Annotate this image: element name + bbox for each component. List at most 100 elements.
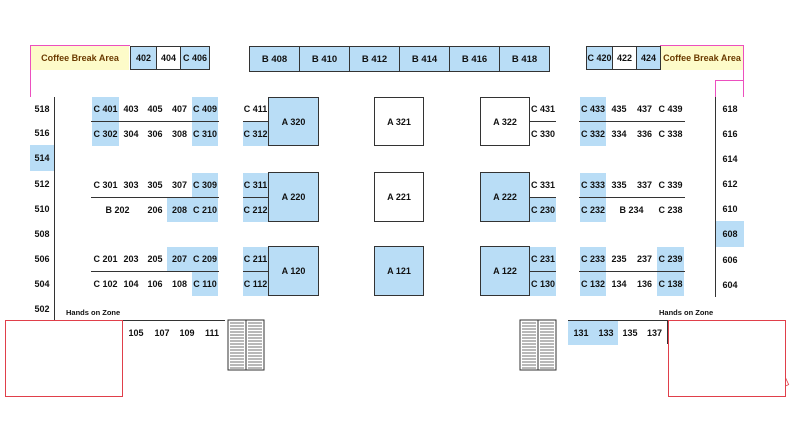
booth-a221[interactable]: A 221 [374, 172, 424, 222]
booth-b234[interactable]: B 234 [619, 205, 644, 215]
booth-105[interactable]: 105 [128, 328, 144, 338]
booth-512[interactable]: 512 [34, 179, 50, 189]
booth-208[interactable]: 208 [167, 198, 192, 222]
booth-136[interactable]: 136 [636, 279, 653, 289]
booth-c132[interactable]: C 132 [580, 272, 606, 296]
booth-c210[interactable]: C 210 [192, 198, 218, 222]
hands-on-zone-right[interactable] [668, 320, 786, 397]
booth-c312[interactable]: C 312 [243, 122, 268, 146]
booth-235[interactable]: 235 [611, 254, 627, 264]
booth-c311[interactable]: C 311 [243, 173, 268, 197]
booth-308[interactable]: 308 [171, 129, 188, 139]
booth-108[interactable]: 108 [171, 279, 188, 289]
booth-c409[interactable]: C 409 [192, 97, 218, 121]
booth-135[interactable]: 135 [622, 328, 638, 338]
booth-502[interactable]: 502 [34, 304, 50, 314]
booth-c112[interactable]: C 112 [243, 272, 268, 296]
booth-c212[interactable]: C 212 [243, 198, 268, 222]
booth-a322[interactable]: A 322 [480, 97, 530, 146]
booth-335[interactable]: 335 [611, 180, 627, 190]
booth-506[interactable]: 506 [34, 254, 50, 264]
booth-a120[interactable]: A 120 [268, 246, 319, 296]
booth-422[interactable]: 422 [612, 46, 637, 70]
booth-a320[interactable]: A 320 [268, 97, 319, 146]
booth-b202[interactable]: B 202 [105, 205, 130, 215]
booth-c232[interactable]: C 232 [580, 198, 606, 222]
booth-134[interactable]: 134 [611, 279, 627, 289]
hands-on-zone-left[interactable] [5, 320, 123, 397]
booth-c209[interactable]: C 209 [192, 247, 218, 271]
booth-c333[interactable]: C 333 [580, 173, 606, 197]
booth-c239[interactable]: C 239 [657, 247, 684, 271]
booth-407[interactable]: 407 [171, 104, 188, 114]
booth-516[interactable]: 516 [34, 128, 50, 138]
booth-614[interactable]: 614 [722, 154, 738, 164]
booth-610[interactable]: 610 [722, 204, 738, 214]
booth-c130[interactable]: C 130 [530, 272, 556, 296]
booth-307[interactable]: 307 [171, 180, 188, 190]
booth-437[interactable]: 437 [636, 104, 653, 114]
booth-606[interactable]: 606 [722, 255, 738, 265]
booth-c330[interactable]: C 330 [530, 129, 556, 139]
booth-612[interactable]: 612 [722, 179, 738, 189]
booth-a321[interactable]: A 321 [374, 97, 424, 146]
booth-c433[interactable]: C 433 [580, 97, 606, 121]
booth-334[interactable]: 334 [611, 129, 627, 139]
booth-b410[interactable]: B 410 [299, 46, 350, 72]
booth-c231[interactable]: C 231 [530, 247, 556, 271]
booth-510[interactable]: 510 [34, 204, 50, 214]
booth-303[interactable]: 303 [123, 180, 139, 190]
booth-111[interactable]: 111 [204, 328, 220, 338]
booth-137[interactable]: 137 [646, 328, 663, 338]
booth-203[interactable]: 203 [123, 254, 139, 264]
booth-403[interactable]: 403 [123, 104, 139, 114]
booth-109[interactable]: 109 [179, 328, 195, 338]
booth-c411[interactable]: C 411 [243, 104, 268, 114]
booth-107[interactable]: 107 [154, 328, 170, 338]
booth-c110[interactable]: C 110 [192, 272, 218, 296]
booth-c331[interactable]: C 331 [530, 180, 556, 190]
booth-a222[interactable]: A 222 [480, 172, 530, 222]
booth-133[interactable]: 133 [594, 321, 618, 345]
booth-c332[interactable]: C 332 [580, 122, 606, 146]
booth-c439[interactable]: C 439 [658, 104, 683, 114]
booth-c309[interactable]: C 309 [192, 173, 218, 197]
booth-305[interactable]: 305 [147, 180, 163, 190]
booth-608[interactable]: 608 [716, 221, 744, 247]
booth-c406[interactable]: C 406 [180, 46, 210, 70]
booth-508[interactable]: 508 [34, 229, 50, 239]
booth-205[interactable]: 205 [147, 254, 163, 264]
booth-618[interactable]: 618 [722, 104, 738, 114]
booth-104[interactable]: 104 [123, 279, 139, 289]
booth-306[interactable]: 306 [147, 129, 163, 139]
booth-c201[interactable]: C 201 [93, 254, 118, 264]
booth-c338[interactable]: C 338 [658, 129, 683, 139]
booth-518[interactable]: 518 [34, 104, 50, 114]
booth-c230[interactable]: C 230 [530, 198, 556, 222]
booth-b418[interactable]: B 418 [499, 46, 550, 72]
booth-206[interactable]: 206 [147, 205, 163, 215]
booth-c102[interactable]: C 102 [93, 279, 118, 289]
booth-337[interactable]: 337 [636, 180, 653, 190]
booth-a121[interactable]: A 121 [374, 246, 424, 296]
booth-304[interactable]: 304 [123, 129, 139, 139]
booth-c420[interactable]: C 420 [586, 46, 613, 70]
booth-106[interactable]: 106 [147, 279, 163, 289]
booth-237[interactable]: 237 [636, 254, 653, 264]
booth-c339[interactable]: C 339 [658, 180, 683, 190]
booth-c302[interactable]: C 302 [92, 122, 119, 146]
booth-c310[interactable]: C 310 [192, 122, 218, 146]
booth-b408[interactable]: B 408 [249, 46, 300, 72]
booth-404[interactable]: 404 [156, 46, 181, 70]
booth-c138[interactable]: C 138 [657, 272, 684, 296]
booth-c431[interactable]: C 431 [530, 104, 556, 114]
booth-435[interactable]: 435 [611, 104, 627, 114]
booth-c211[interactable]: C 211 [243, 247, 268, 271]
booth-c401[interactable]: C 401 [92, 97, 119, 121]
booth-424[interactable]: 424 [636, 46, 661, 70]
booth-207[interactable]: 207 [167, 247, 192, 271]
booth-b416[interactable]: B 416 [449, 46, 500, 72]
booth-a122[interactable]: A 122 [480, 246, 530, 296]
booth-604[interactable]: 604 [722, 280, 738, 290]
booth-336[interactable]: 336 [636, 129, 653, 139]
